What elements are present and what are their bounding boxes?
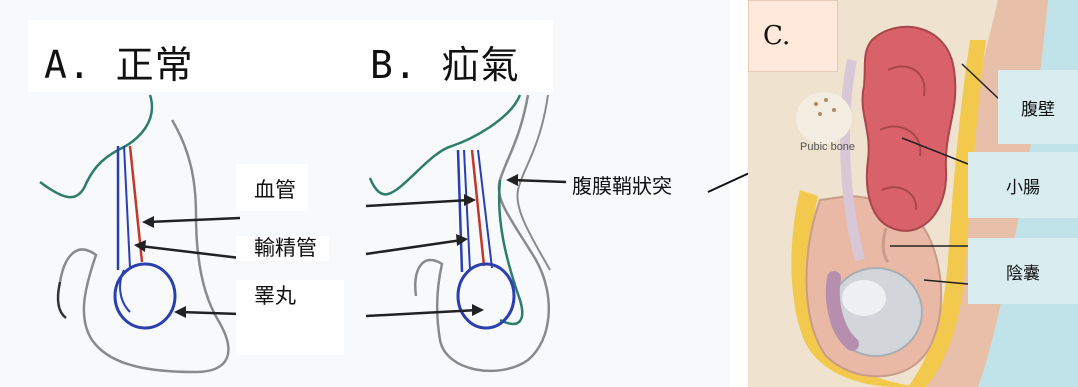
diagram-ab: A. 正常 B. 疝氣 血管 輸精管 睪丸 腹膜鞘狀突 — [0, 0, 730, 387]
panel-c-title: C. — [763, 21, 790, 51]
panel-a-title: A. 正常 — [44, 34, 194, 89]
panel-b-title: B. 疝氣 — [370, 34, 520, 89]
label-small-intestine: 小腸 — [968, 152, 1078, 218]
label-vas-deferens: 輸精管 — [236, 236, 329, 261]
diagram-c: C. Pubic bone 腹壁 小腸 陰囊 — [748, 0, 1078, 387]
small-intestine-drawing — [862, 27, 955, 231]
label-blood-vessel: 血管 — [236, 164, 308, 211]
panel-c-title-box: C. — [748, 0, 838, 72]
label-testis: 睪丸 — [236, 280, 344, 355]
label-pubic-bone: Pubic bone — [800, 142, 860, 154]
label-processus-vaginalis: 腹膜鞘狀突 — [572, 176, 672, 196]
label-abdominal-wall: 腹壁 — [998, 70, 1078, 144]
label-scrotum: 陰囊 — [968, 238, 1078, 304]
